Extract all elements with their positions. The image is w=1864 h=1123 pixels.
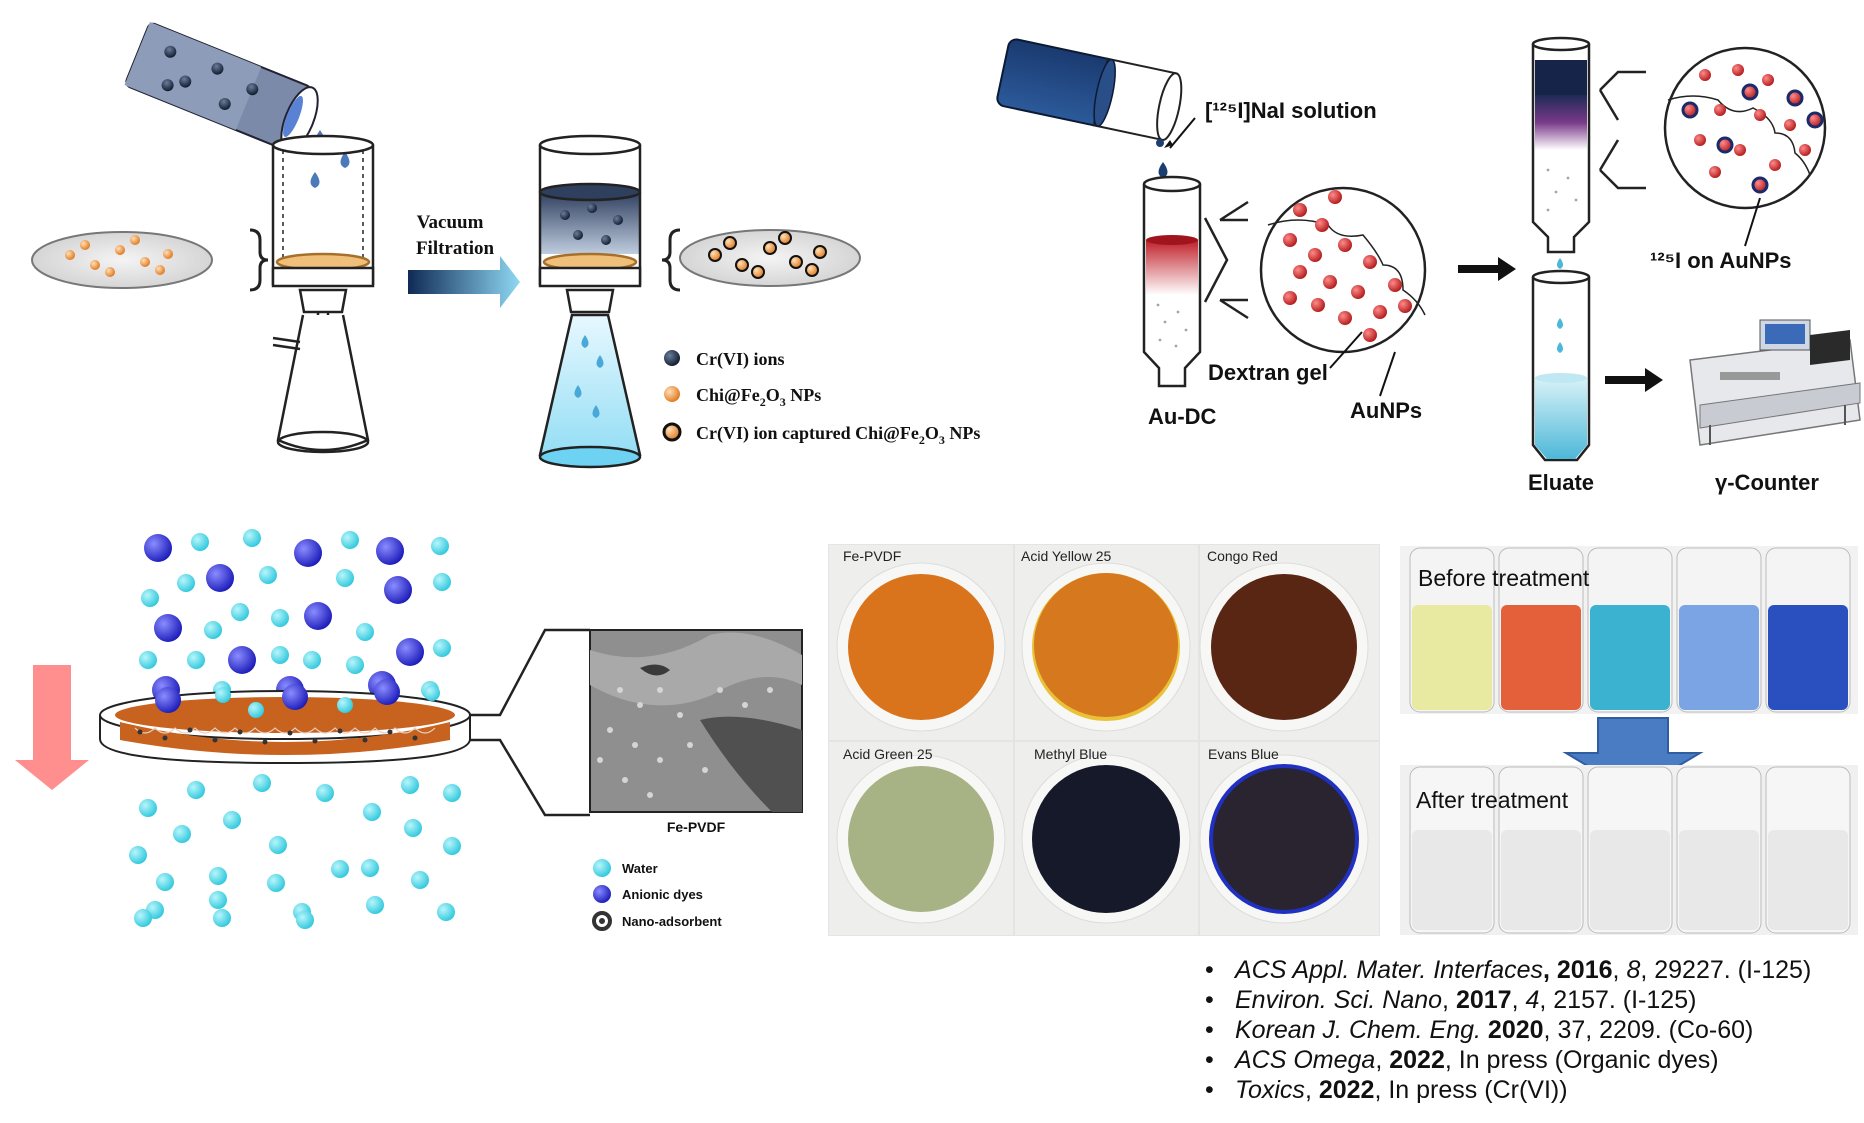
membrane-photo-fe-pvdf: Fe-PVDF xyxy=(829,545,1013,740)
reference-item: •Toxics, 2022, In press (Cr(VI)) xyxy=(1205,1076,1568,1104)
eluate-label: Eluate xyxy=(1528,470,1594,495)
panel-a-legend: Cr(VI) ions Chi@Fe2O3 NPs Cr(VI) ion cap… xyxy=(662,349,980,447)
drop-medium xyxy=(1158,162,1168,178)
gamma-counter-icon xyxy=(1689,319,1861,446)
solution-pointer xyxy=(1169,117,1196,149)
vacuum-label-2: Filtration xyxy=(416,238,495,259)
legend-cr-icon xyxy=(664,350,680,366)
membrane-label-5: Methyl Blue xyxy=(1034,746,1107,762)
panel-c-legend: Water Anionic dyes Nano-adsorbent xyxy=(592,859,722,931)
np-pointer xyxy=(1379,351,1396,397)
np-label: AuNPs xyxy=(1350,398,1422,423)
membrane-label-2: Acid Yellow 25 xyxy=(1021,548,1112,564)
pouring-tube xyxy=(124,22,319,153)
zoom-lines-1 xyxy=(1203,217,1229,303)
panel-e-vials: Before treatment After treatment xyxy=(1400,546,1858,935)
legend-chi-label: Chi@Fe2O3 NPs xyxy=(696,385,821,409)
vacuum-label-1: Vacuum xyxy=(417,212,484,233)
legend-captured-label: Cr(VI) ion captured Chi@Fe2O3 NPs xyxy=(696,423,980,447)
drop-small xyxy=(1156,139,1164,147)
membrane-disk-right xyxy=(679,229,861,287)
filtration-apparatus-after xyxy=(538,134,642,469)
particles-below xyxy=(129,774,461,929)
membrane-photo-acid-green: Acid Green 25 xyxy=(829,742,1013,935)
legend-water-label: Water xyxy=(622,861,658,876)
process-arrow-2 xyxy=(1605,368,1663,392)
column-label: Au-DC xyxy=(1148,404,1217,429)
eluate-tube xyxy=(1531,269,1591,462)
membrane-label-3: Congo Red xyxy=(1207,548,1278,564)
bracket-right xyxy=(661,228,681,292)
iodine-vial xyxy=(996,38,1183,142)
before-label: Before treatment xyxy=(1418,565,1590,591)
after-label: After treatment xyxy=(1416,787,1569,813)
legend-chi-icon xyxy=(664,386,680,402)
drop-eluate xyxy=(1557,258,1563,269)
fe-pvdf-membrane xyxy=(99,679,471,765)
bracket-left xyxy=(249,228,269,292)
panel-c-fe-pvdf: Fe-PVDF Water Anionic dyes Nano-adsorben… xyxy=(15,529,803,931)
membrane-photo-acid-yellow: Acid Yellow 25 xyxy=(1015,545,1198,740)
au-dc-column xyxy=(1142,175,1202,388)
reference-item: •Environ. Sci. Nano, 2017, 4, 2157. (I-1… xyxy=(1205,986,1697,1014)
vials-after xyxy=(1409,766,1851,934)
filtration-apparatus-before xyxy=(271,134,375,454)
flow-arrow-icon xyxy=(15,665,89,790)
solution-pointer-head xyxy=(1164,140,1173,148)
reference-item: •Korean J. Chem. Eng. 2020, 37, 2209. (C… xyxy=(1205,1016,1754,1044)
legend-dye-icon xyxy=(593,885,611,903)
drop-3 xyxy=(310,172,320,188)
panel-b-au-dc: [¹²⁵I]NaI solution xyxy=(996,36,1861,495)
legend-adsorbent-label: Nano-adsorbent xyxy=(622,914,722,929)
zoom-lines-2 xyxy=(1598,70,1646,190)
membrane-label-6: Evans Blue xyxy=(1208,746,1279,762)
iodine-pointer xyxy=(1744,197,1761,247)
membrane-label-4: Acid Green 25 xyxy=(843,746,933,762)
zoom-bracket-1 xyxy=(1219,200,1249,320)
membrane-label-1: Fe-PVDF xyxy=(843,548,901,564)
reference-list: •ACS Appl. Mater. Interfaces, 2016, 8, 2… xyxy=(1205,955,1811,1105)
sem-label: Fe-PVDF xyxy=(667,819,726,835)
membrane-photo-methyl-blue: Methyl Blue xyxy=(1015,742,1198,935)
counter-label: γ-Counter xyxy=(1715,470,1819,495)
process-arrow-1 xyxy=(1458,257,1516,281)
membrane-photo-congo-red: Congo Red xyxy=(1199,545,1379,740)
vials-before xyxy=(1409,547,1851,713)
zoom-circle-gel xyxy=(1259,186,1427,354)
zoom-circle-iodine xyxy=(1663,46,1827,210)
legend-captured-icon xyxy=(662,422,682,442)
iodine-label: ¹²⁵I on AuNPs xyxy=(1650,248,1792,273)
legend-cr-label: Cr(VI) ions xyxy=(696,349,785,370)
gel-label: Dextran gel xyxy=(1208,360,1328,385)
panel-d-membrane-photos: Fe-PVDF Acid Yellow 25 Congo Red Acid Gr… xyxy=(828,544,1380,936)
gel-pointer xyxy=(1329,331,1363,369)
membrane-disk-left xyxy=(31,231,213,289)
legend-dye-label: Anionic dyes xyxy=(622,887,703,902)
drop-2 xyxy=(340,152,350,168)
vacuum-filtration-arrow xyxy=(408,256,520,308)
panel-a-vacuum-filtration: Vacuum Filtration xyxy=(31,22,980,469)
sem-image xyxy=(589,629,803,813)
reference-item: •ACS Appl. Mater. Interfaces, 2016, 8, 2… xyxy=(1205,956,1812,984)
membrane-photo-evans-blue: Evans Blue xyxy=(1199,742,1379,935)
sem-zoom-lines xyxy=(470,628,590,817)
loaded-column xyxy=(1531,36,1591,254)
legend-water-icon xyxy=(593,859,611,877)
reference-item: •ACS Omega, 2022, In press (Organic dyes… xyxy=(1205,1046,1719,1074)
solution-label: [¹²⁵I]NaI solution xyxy=(1205,98,1377,123)
